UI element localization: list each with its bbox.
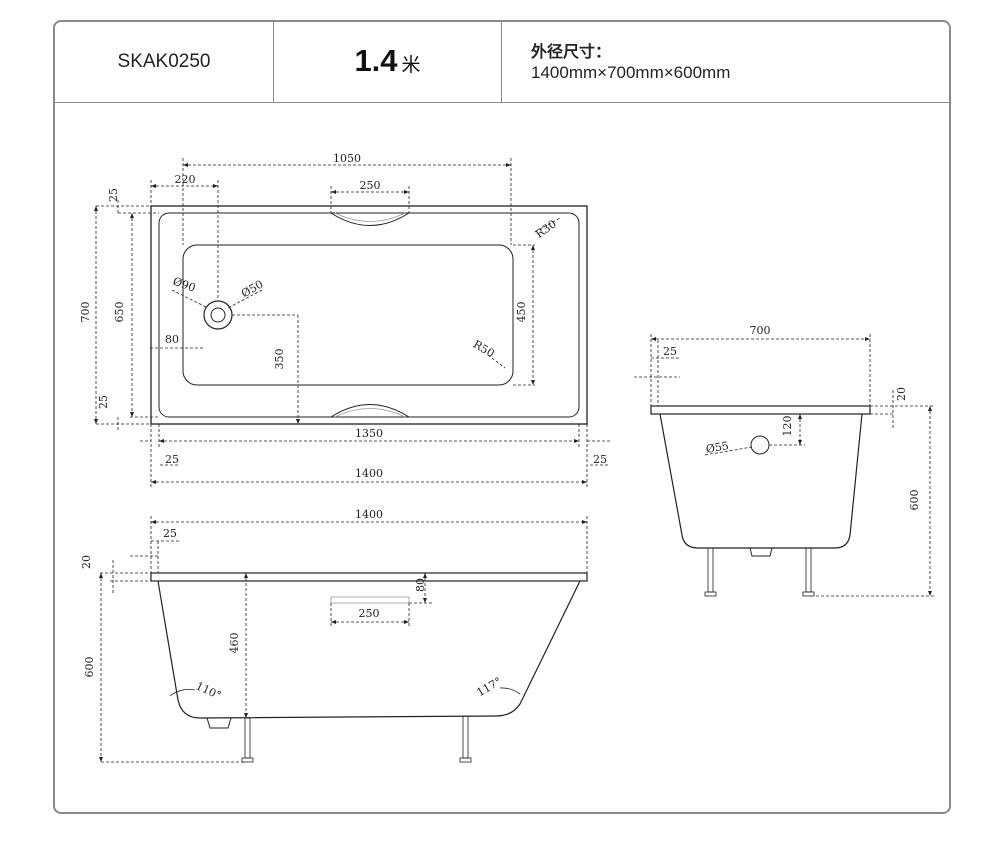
- top-handle-upper: [330, 212, 410, 226]
- dia-90: Ø90: [171, 275, 197, 295]
- dim-250-front: 250: [359, 607, 380, 620]
- front-view: [99, 516, 588, 763]
- dim-600-side: 600: [908, 490, 921, 511]
- side-foot-left: [704, 591, 717, 597]
- dim-700-side: 700: [750, 324, 771, 337]
- radius-50: R50: [471, 338, 497, 360]
- drain-outer-circle: [203, 300, 233, 330]
- dim-120: 120: [781, 416, 794, 437]
- dim-25-front: 25: [163, 527, 177, 540]
- dim-25-top-left: 25: [107, 188, 120, 202]
- top-handle-lower-shadow: [334, 408, 406, 418]
- dim-600-front: 600: [83, 657, 96, 678]
- length-number: 1.4: [354, 43, 398, 78]
- front-body: [157, 580, 581, 719]
- dim-80-top: 80: [165, 333, 179, 346]
- dim-1400-front: 1400: [355, 508, 383, 521]
- side-foot-right: [802, 591, 815, 597]
- dimensions-cell: 外径尺寸： 1400mm×700mm×600mm: [502, 22, 949, 102]
- model-cell: SKAK0250: [55, 22, 274, 102]
- front-foot-left: [241, 757, 254, 763]
- top-inner-rim: [158, 212, 580, 418]
- dim-1050: 1050: [333, 152, 361, 165]
- dim-20-side: 20: [895, 387, 908, 401]
- dim-20-front: 20: [80, 555, 93, 569]
- front-view-labels: 1400 25 20 80 250 460 600 110° 117°: [80, 508, 504, 702]
- dim-650: 650: [113, 302, 126, 323]
- angle-110: 110°: [194, 679, 224, 702]
- dim-450: 450: [515, 302, 528, 323]
- top-outer-rim: [150, 205, 588, 425]
- dimensions-label: 外径尺寸：: [531, 42, 612, 61]
- dim-250-top: 250: [360, 179, 381, 192]
- model-number: SKAK0250: [117, 51, 211, 72]
- front-foot-right: [459, 757, 472, 763]
- front-rim: [150, 572, 588, 582]
- front-handle: [330, 596, 410, 604]
- top-view: [94, 158, 610, 488]
- dim-460: 460: [228, 633, 241, 654]
- front-leg-left: [244, 717, 251, 759]
- side-body: [659, 413, 863, 549]
- dim-1400-top: 1400: [355, 467, 383, 480]
- side-rim: [650, 405, 871, 415]
- side-drain: [749, 547, 773, 557]
- angle-arc-right: [499, 687, 521, 695]
- dim-350: 350: [273, 349, 286, 370]
- dim-220: 220: [175, 173, 196, 186]
- angle-arc-left: [169, 689, 196, 697]
- dimensions-value: 1400mm×700mm×600mm: [531, 63, 731, 82]
- side-leg-left: [707, 547, 714, 593]
- front-leg-right: [462, 715, 469, 759]
- dim-25-bottom-left: 25: [97, 395, 110, 409]
- top-view-labels: 1050 220 250 25 700 650 25 R30 Ø90 Ø50 8…: [79, 152, 607, 480]
- dia-55: Ø55: [705, 439, 730, 456]
- side-view-labels: 700 25 20 120 Ø55 600: [663, 324, 921, 511]
- dim-25-side: 25: [663, 345, 677, 358]
- dim-80-front: 80: [414, 578, 427, 592]
- dim-25-bottom-a: 25: [165, 453, 179, 466]
- side-overflow-hole: [750, 435, 770, 455]
- top-handle-lower: [330, 404, 410, 418]
- side-leg-right: [805, 547, 812, 593]
- dim-1350: 1350: [355, 427, 383, 440]
- drain-inner-circle: [210, 307, 226, 323]
- angle-117: 117°: [475, 675, 504, 700]
- length-unit: 米: [401, 55, 421, 76]
- top-basin: [182, 244, 514, 386]
- side-view: [634, 334, 935, 597]
- top-handle-upper-shadow: [334, 212, 406, 222]
- dia-50: Ø50: [239, 278, 265, 301]
- dim-25-bottom-b: 25: [593, 453, 607, 466]
- dim-700-top: 700: [79, 302, 92, 323]
- front-drain: [206, 717, 232, 729]
